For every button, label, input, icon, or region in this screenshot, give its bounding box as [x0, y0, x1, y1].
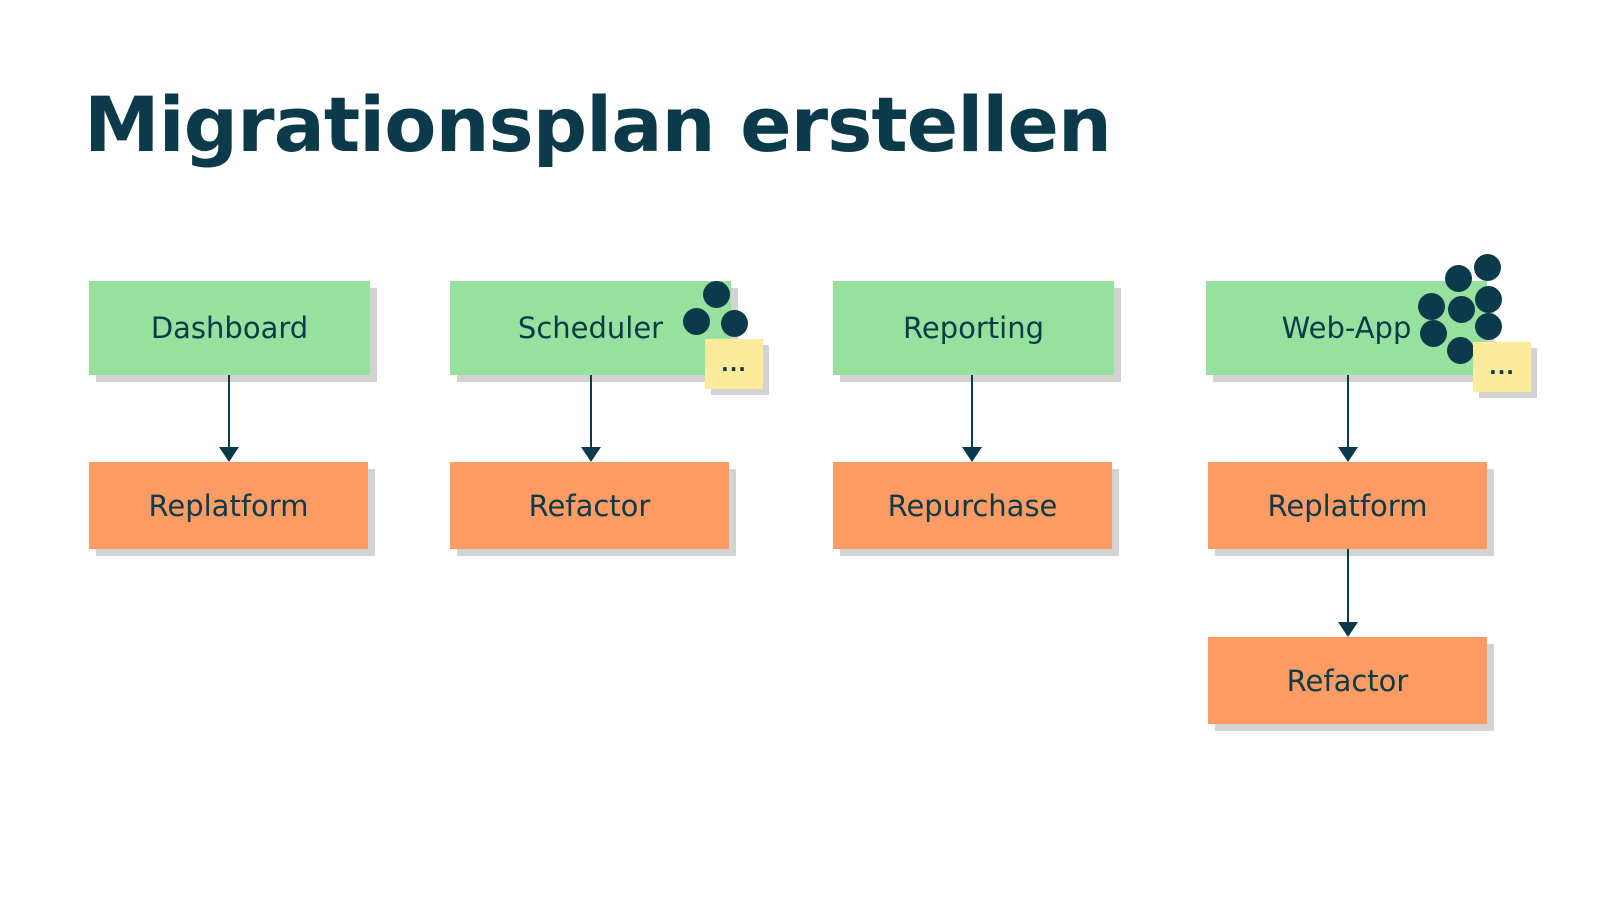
vote-dot-icon — [1475, 286, 1502, 313]
strategy-label: Refactor — [528, 488, 651, 523]
strategy-box-repurchase[interactable]: Repurchase — [833, 462, 1112, 549]
strategy-label: Refactor — [1286, 663, 1409, 698]
page-title: Migrationsplan erstellen — [84, 80, 1112, 169]
app-label: Dashboard — [150, 311, 309, 345]
arrow-connector — [1338, 549, 1358, 637]
arrow-connector — [962, 375, 982, 462]
arrow-connector — [581, 375, 601, 462]
vote-dot-icon — [1447, 337, 1474, 364]
app-box-dashboard[interactable]: Dashboard — [89, 281, 370, 375]
vote-dot-icon — [1448, 296, 1475, 323]
strategy-box-replatform[interactable]: Replatform — [1208, 462, 1487, 549]
strategy-box-replatform[interactable]: Replatform — [89, 462, 368, 549]
strategy-label: Replatform — [148, 488, 309, 523]
vote-dot-icon — [1475, 313, 1502, 340]
vote-dot-icon — [1445, 265, 1472, 292]
vote-dot-icon — [683, 308, 710, 335]
arrow-connector — [1338, 375, 1358, 462]
sticky-note-comment[interactable]: ... — [705, 339, 763, 389]
vote-dot-icon — [1420, 320, 1447, 347]
app-label: Web-App — [1281, 311, 1412, 345]
vote-dot-icon — [1474, 254, 1501, 281]
vote-dot-icon — [1418, 293, 1445, 320]
vote-dot-icon — [721, 310, 748, 337]
app-box-reporting[interactable]: Reporting — [833, 281, 1114, 375]
vote-dot-icon — [703, 281, 730, 308]
app-label: Scheduler — [517, 311, 664, 345]
strategy-box-refactor[interactable]: Refactor — [450, 462, 729, 549]
app-label: Reporting — [903, 311, 1044, 345]
strategy-label: Repurchase — [887, 488, 1058, 523]
arrow-connector — [219, 375, 239, 462]
sticky-note-comment[interactable]: ... — [1473, 342, 1531, 392]
strategy-label: Replatform — [1267, 488, 1428, 523]
strategy-box-refactor[interactable]: Refactor — [1208, 637, 1487, 724]
